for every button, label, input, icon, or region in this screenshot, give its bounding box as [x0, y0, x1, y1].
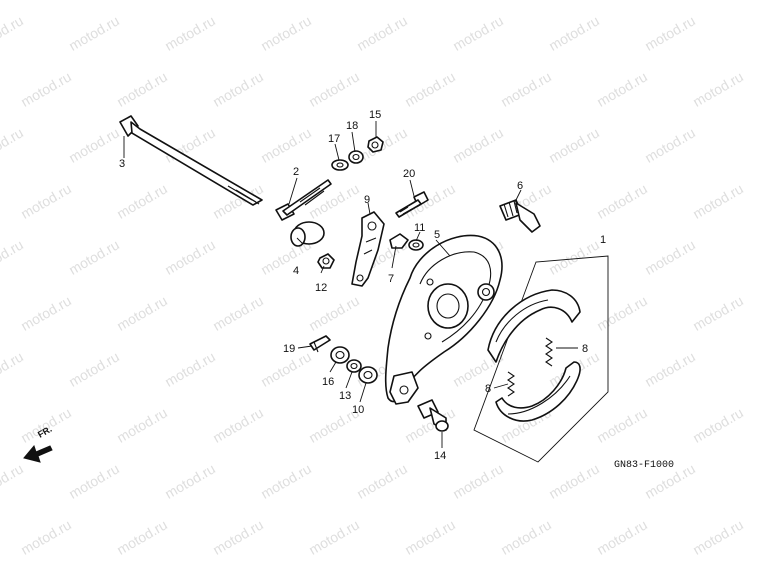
callout-19: 19: [283, 343, 295, 355]
front-direction-label: FR.: [36, 424, 54, 440]
bolt: [395, 191, 429, 218]
brake-shoe-set: [473, 255, 609, 463]
hex-nut: [367, 136, 384, 153]
callout-16: 16: [322, 376, 334, 388]
flat-washer: [358, 366, 378, 384]
shoe-spring-upper: [545, 337, 553, 367]
callout-3: 3: [119, 158, 125, 170]
brake-panel: [384, 234, 503, 405]
callout-14: 14: [434, 450, 446, 462]
front-direction-arrow: [23, 444, 53, 463]
callout-2: 2: [293, 166, 299, 178]
callout-18: 18: [346, 120, 358, 132]
diagram-code: GN83-F1000: [614, 460, 674, 471]
rear-axle: [119, 115, 263, 206]
brake-arm: [351, 211, 385, 287]
callout-1: 1: [600, 234, 606, 246]
callout-6: 6: [517, 180, 523, 192]
callout-20: 20: [403, 168, 415, 180]
nut: [317, 253, 335, 269]
callout-4: 4: [293, 265, 299, 277]
lock-washer: [348, 150, 364, 164]
shoe-spring-lower: [507, 371, 515, 397]
callout-17: 17: [328, 133, 340, 145]
callout-7: 7: [388, 273, 394, 285]
callout-8-lower: 8: [485, 383, 491, 395]
callout-15: 15: [369, 109, 381, 121]
cotter-pin: [309, 335, 331, 353]
leader-lines: [123, 121, 578, 448]
callout-9: 9: [364, 194, 370, 206]
brake-cam: [417, 399, 449, 432]
pin-washer: [346, 359, 362, 373]
callout-12: 12: [315, 282, 327, 294]
adjuster-bolt: [275, 179, 332, 221]
wear-indicator-plate: [389, 233, 409, 249]
cable-adjuster: [499, 199, 541, 233]
plain-washer: [331, 159, 349, 171]
callout-5: 5: [434, 229, 440, 241]
felt-seal: [408, 239, 424, 251]
callout-11: 11: [414, 222, 425, 234]
collar: [290, 221, 325, 247]
callout-10: 10: [352, 404, 364, 416]
callout-8-upper: 8: [582, 343, 588, 355]
joint-bushing: [330, 346, 350, 364]
callout-13: 13: [339, 390, 351, 402]
